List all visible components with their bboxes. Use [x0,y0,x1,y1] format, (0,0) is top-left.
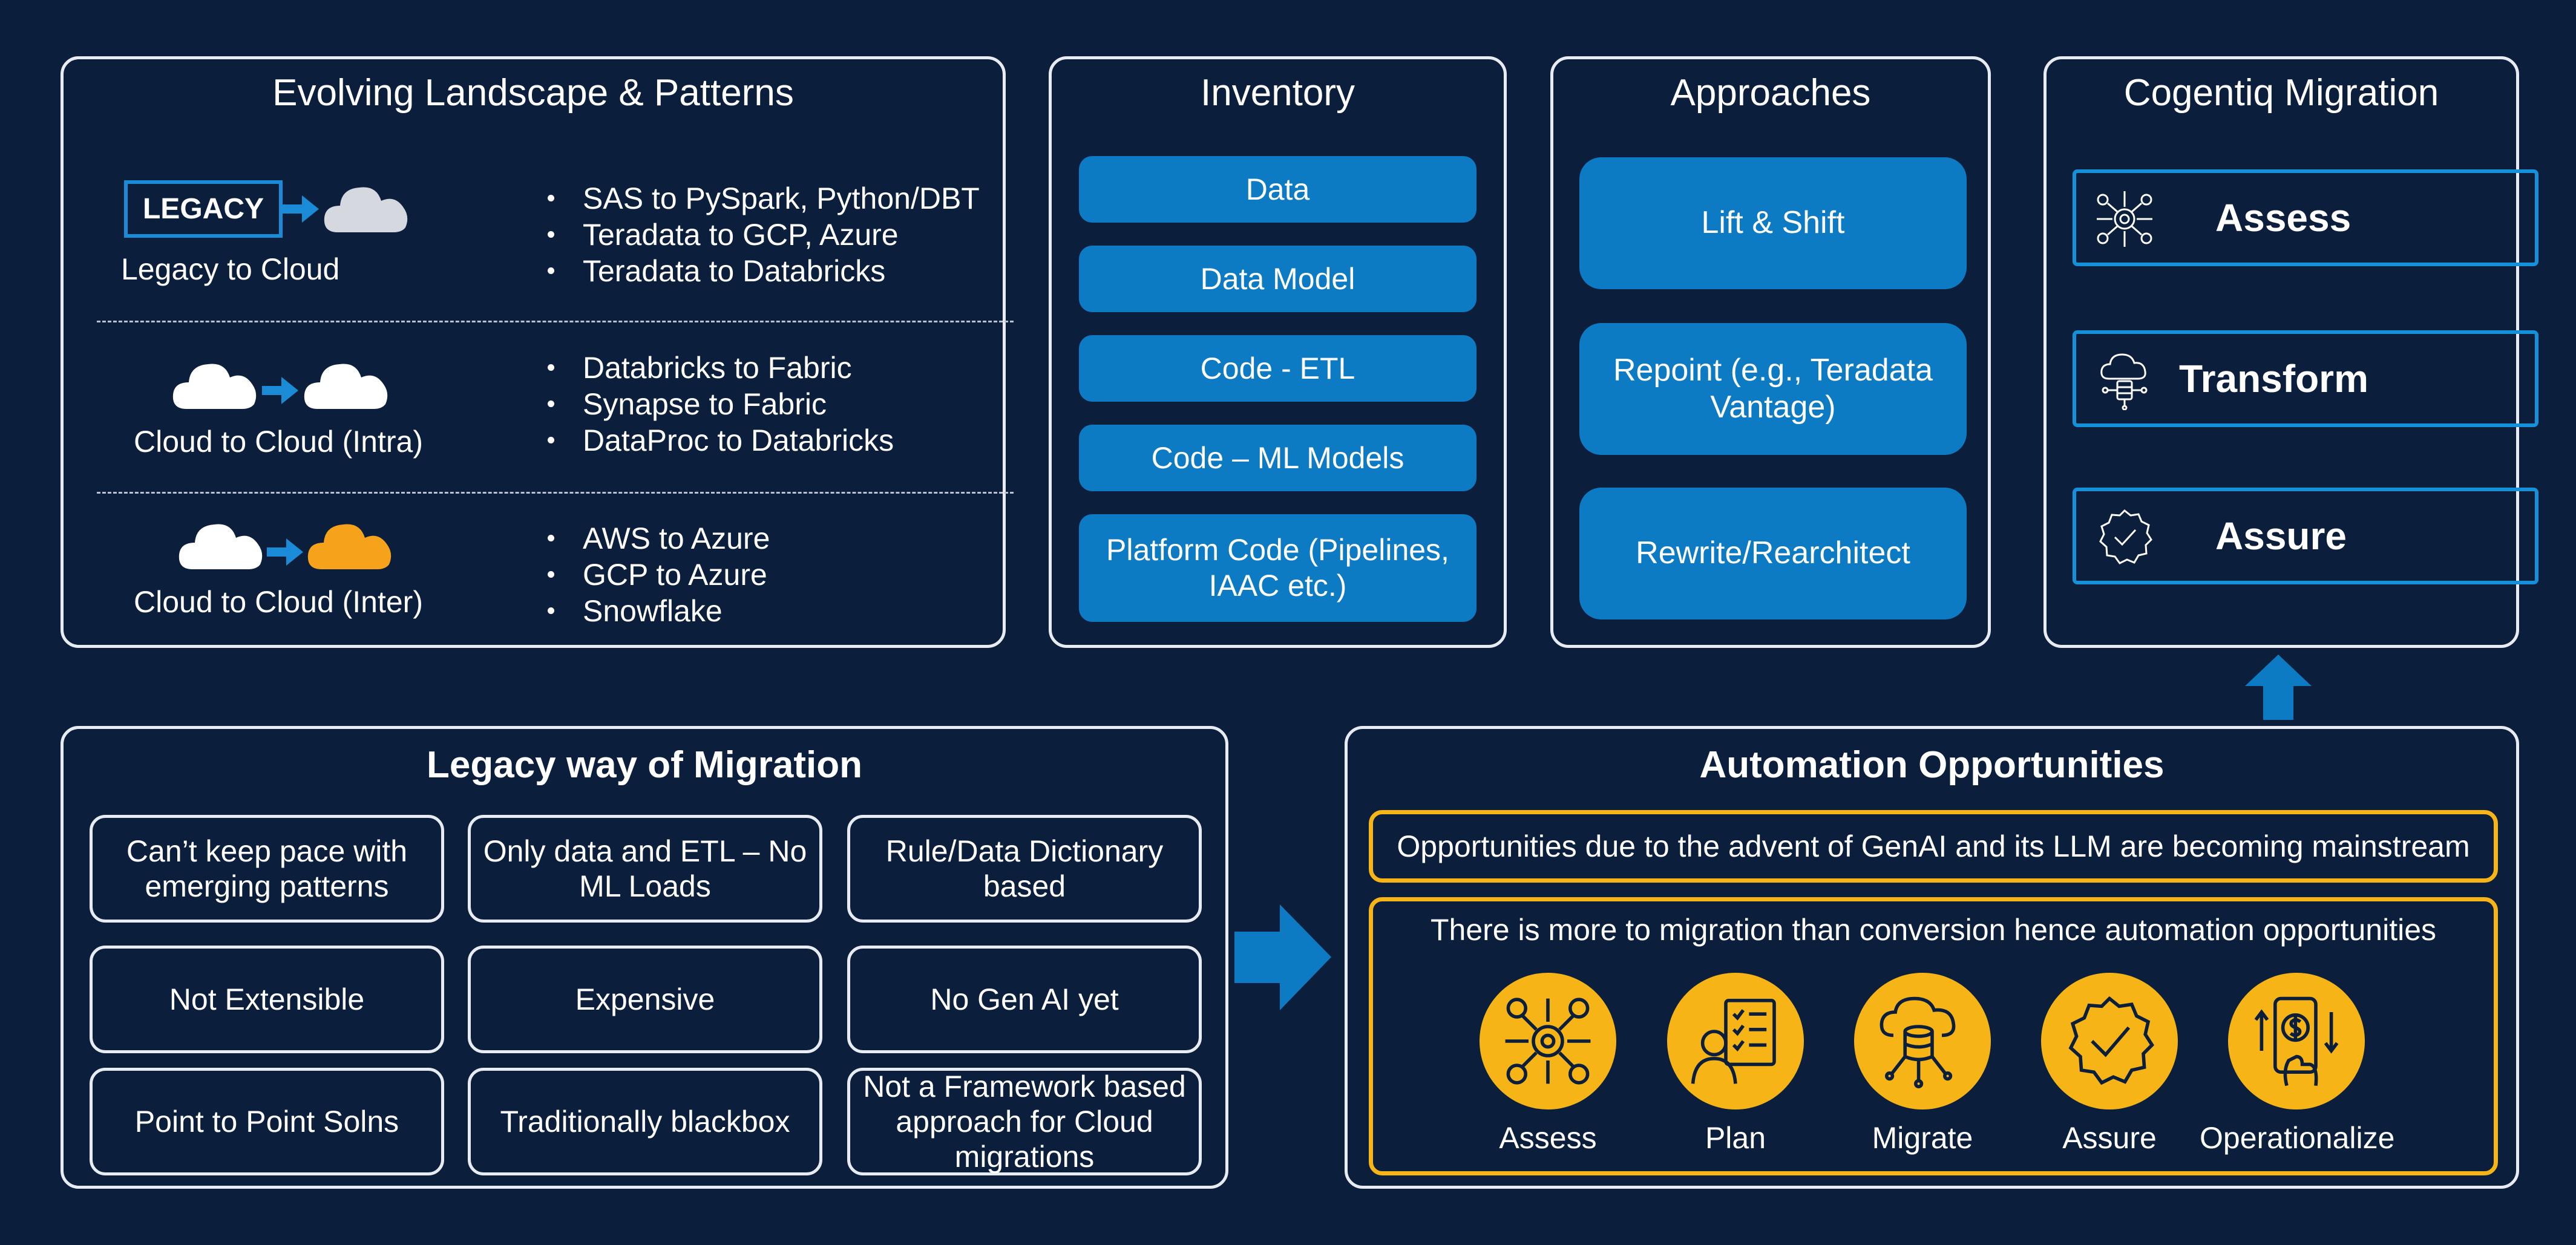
genai-banner: Opportunities due to the advent of GenAI… [1369,810,2498,883]
approaches-title: Approaches [1670,72,1871,114]
arrow-right-icon [283,195,319,223]
genai-banner-text: Opportunities due to the advent of GenAI… [1397,829,2470,863]
legacy-way-panel: Legacy way of Migration Can’t keep pace … [61,726,1228,1189]
automation-step-migrate-label: Migrate [1872,1121,1973,1155]
legacy-way-title: Legacy way of Migration [426,744,863,786]
list-item: AWS to Azure [548,520,770,557]
automation-subtitle: There is more to migration than conversi… [1430,913,2437,947]
list-item: Databricks to Fabric [548,350,894,386]
automation-step-assess-label: Assess [1499,1121,1597,1155]
automation-title: Automation Opportunities [1699,744,2165,786]
cogentiq-transform-label: Transform [2179,357,2368,400]
legacy-cell: Only data and ETL – No ML Loads [468,815,822,923]
automation-step-migrate [1854,973,1991,1109]
list-item: Snowflake [548,593,770,629]
legacy-to-cloud-list: SAS to PySpark, Python/DBT Teradata to G… [548,180,980,289]
arrow-right-icon [262,377,298,404]
assure-icon [2099,509,2152,564]
legacy-badge-text: LEGACY [142,193,264,225]
inventory-panel: Inventory Data Data Model Code - ETL Cod… [1049,56,1507,648]
inventory-item-code-etl[interactable]: Code - ETL [1079,335,1476,402]
inventory-item-platform-code[interactable]: Platform Code (Pipelines, IAAC etc.) [1079,514,1476,622]
legacy-to-cloud-label: Legacy to Cloud [121,252,340,286]
cogentiq-panel: Cogentiq Migration Assess Transform [2043,56,2538,648]
legacy-cell: Not a Framework based approach for Cloud… [847,1068,1202,1175]
legacy-cell: Can’t keep pace with emerging patterns [90,815,444,923]
legacy-badge: LEGACY [124,180,283,238]
assure-badge-check-icon [2068,996,2154,1085]
plan-checklist-icon [1691,999,1776,1084]
automation-step-plan [1667,973,1804,1109]
assess-icon [2097,191,2152,247]
list-item: Teradata to Databricks [548,253,980,289]
assess-gears-icon [1505,998,1591,1085]
arrow-up-icon [2245,655,2312,720]
legacy-cell: Expensive [468,946,822,1053]
transform-icon [2100,353,2148,410]
approach-rewrite[interactable]: Rewrite/Rearchitect [1579,488,1967,619]
list-item: DataProc to Databricks [548,422,894,459]
automation-step-assess [1480,973,1616,1109]
operationalize-phone-dollar-icon [2254,996,2339,1087]
arrow-right-icon [267,538,303,566]
cogentiq-transform-button[interactable]: Transform [2073,330,2538,427]
list-item: GCP to Azure [548,557,770,593]
cloud-to-cloud-inter-label: Cloud to Cloud (Inter) [133,585,423,619]
cogentiq-assure-button[interactable]: Assure [2073,488,2538,584]
cloud-to-cloud-inter-list: AWS to Azure GCP to Azure Snowflake [548,520,770,629]
list-item: SAS to PySpark, Python/DBT [548,180,980,217]
inventory-item-code-ml[interactable]: Code – ML Models [1079,425,1476,491]
grey-cloud-icon [324,187,408,232]
automation-panel: Automation Opportunities Opportunities d… [1345,726,2519,1189]
cloud-to-cloud-intra-list: Databricks to Fabric Synapse to Fabric D… [548,350,894,459]
legacy-cell: Traditionally blackbox [468,1068,822,1175]
legacy-cell: Not Extensible [90,946,444,1053]
arrow-right-icon [1234,904,1331,1010]
automation-step-operationalize-label: Operationalize [2200,1121,2395,1155]
legacy-cell: Point to Point Solns [90,1068,444,1175]
cogentiq-assess-button[interactable]: Assess [2073,169,2538,266]
legacy-cell: No Gen AI yet [847,946,1202,1053]
list-item: Teradata to GCP, Azure [548,217,980,253]
orange-cloud-icon [307,524,392,569]
approach-lift-shift[interactable]: Lift & Shift [1579,157,1967,289]
approach-repoint[interactable]: Repoint (e.g., Teradata Vantage) [1579,323,1967,455]
cogentiq-assess-label: Assess [2215,196,2352,240]
automation-step-plan-label: Plan [1705,1121,1766,1155]
landscape-panel: Evolving Landscape & Patterns LEGACY Leg… [61,56,1014,648]
cogentiq-assure-label: Assure [2215,514,2347,558]
automation-steps-box: There is more to migration than conversi… [1369,897,2498,1175]
white-cloud-icon [304,364,388,409]
inventory-item-data-model[interactable]: Data Model [1079,246,1476,312]
cloud-to-cloud-intra-label: Cloud to Cloud (Intra) [133,425,423,459]
inventory-item-data[interactable]: Data [1079,156,1476,223]
list-item: Synapse to Fabric [548,386,894,422]
automation-step-assure [2041,973,2178,1109]
inventory-title: Inventory [1200,72,1355,114]
white-cloud-icon [172,364,257,409]
divider [97,321,1014,322]
automation-step-assure-label: Assure [2062,1121,2157,1155]
approaches-panel: Approaches Lift & Shift Repoint (e.g., T… [1550,56,1991,648]
automation-step-operationalize [2228,973,2365,1109]
legacy-cell: Rule/Data Dictionary based [847,815,1202,923]
landscape-title: Evolving Landscape & Patterns [272,72,794,114]
white-cloud-icon [179,524,263,569]
divider [97,492,1014,494]
migrate-database-cloud-icon [1880,996,1956,1088]
cogentiq-title: Cogentiq Migration [2123,72,2439,114]
